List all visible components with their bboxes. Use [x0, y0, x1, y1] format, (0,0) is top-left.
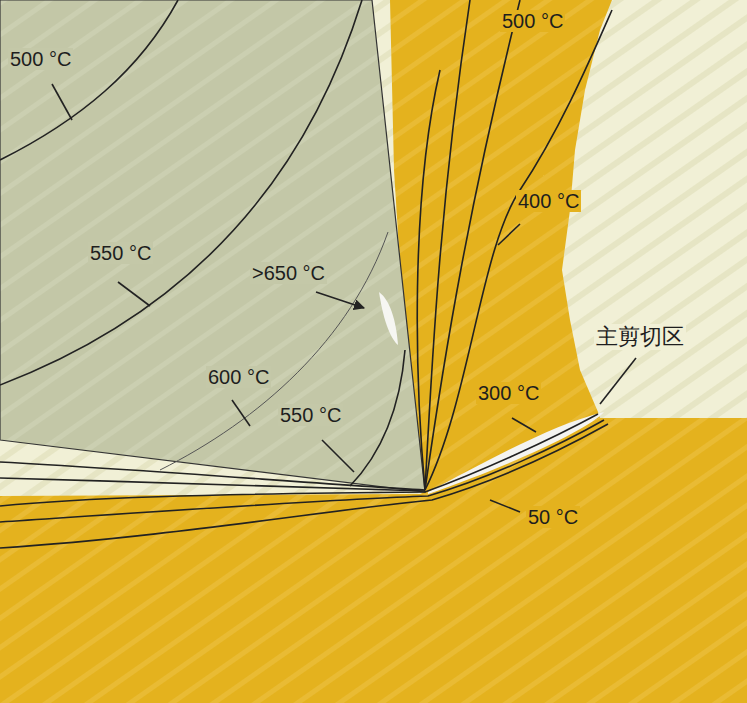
temperature-label: 50 °C — [526, 506, 580, 528]
isotherms — [0, 0, 612, 548]
temperature-label: 550 °C — [278, 404, 343, 426]
cutting-tool — [0, 0, 425, 492]
temperature-label: 500 °C — [500, 10, 565, 32]
hot-spot — [379, 292, 398, 345]
temperature-label: 500 °C — [8, 48, 73, 70]
zone-label: 主剪切区 — [594, 324, 686, 350]
temperature-label: 550 °C — [88, 242, 153, 264]
temperature-label: 400 °C — [516, 190, 581, 212]
leader-lines — [52, 84, 636, 512]
temperature-label: 300 °C — [476, 382, 541, 404]
temperature-label: 600 °C — [206, 366, 271, 388]
chip — [390, 0, 612, 494]
temperature-label: >650 °C — [250, 262, 327, 284]
